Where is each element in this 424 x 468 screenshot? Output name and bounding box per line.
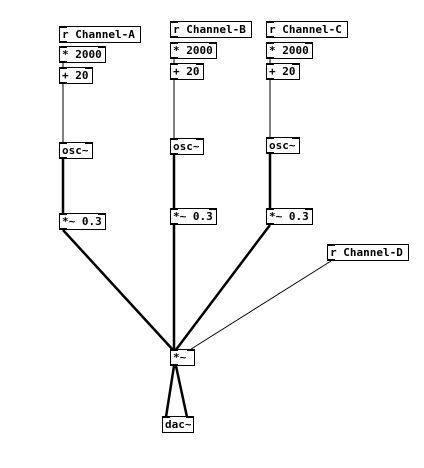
- object-label: *~ 0.3: [62, 215, 102, 228]
- object-label: + 20: [62, 69, 89, 82]
- object-label: *~: [173, 351, 187, 364]
- object-label: r Channel-B: [173, 23, 246, 36]
- object-label: dac~: [165, 418, 192, 431]
- receive-channel-c-object[interactable]: r Channel-C: [266, 21, 348, 38]
- object-label: osc~: [62, 144, 89, 157]
- object-label: + 20: [173, 65, 200, 78]
- object-label: * 2000: [173, 44, 213, 57]
- mixer-multiply-object[interactable]: *~: [170, 349, 195, 366]
- object-label: r Channel-D: [330, 246, 403, 259]
- gain-a-object[interactable]: *~ 0.3: [59, 213, 106, 230]
- multiply-a-object[interactable]: * 2000: [59, 46, 106, 63]
- object-label: *~ 0.3: [173, 210, 213, 223]
- osc-a-object[interactable]: osc~: [59, 142, 93, 159]
- cord-a-gain-mixer[interactable]: [62, 229, 175, 352]
- receive-channel-a-object[interactable]: r Channel-A: [59, 26, 141, 43]
- object-label: r Channel-C: [269, 23, 342, 36]
- add-a-object[interactable]: + 20: [59, 67, 93, 84]
- dac-output-object[interactable]: dac~: [162, 416, 194, 433]
- object-label: r Channel-A: [62, 28, 135, 41]
- osc-c-object[interactable]: osc~: [266, 137, 300, 154]
- multiply-b-object[interactable]: * 2000: [170, 42, 217, 59]
- cord-mixer-dac-left[interactable]: [164, 365, 176, 418]
- object-label: *~ 0.3: [269, 210, 309, 223]
- object-label: * 2000: [269, 44, 309, 57]
- receive-channel-b-object[interactable]: r Channel-B: [170, 21, 252, 38]
- add-b-object[interactable]: + 20: [170, 63, 204, 80]
- object-label: osc~: [269, 139, 296, 152]
- gain-c-object[interactable]: *~ 0.3: [266, 208, 313, 225]
- add-c-object[interactable]: + 20: [266, 63, 300, 80]
- object-label: + 20: [269, 65, 296, 78]
- cord-d-mixer[interactable]: [187, 260, 332, 352]
- cord-c-gain-mixer[interactable]: [174, 224, 271, 352]
- object-label: * 2000: [62, 48, 102, 61]
- multiply-c-object[interactable]: * 2000: [266, 42, 313, 59]
- gain-b-object[interactable]: *~ 0.3: [170, 208, 217, 225]
- osc-b-object[interactable]: osc~: [170, 138, 204, 155]
- cord-mixer-dac-right[interactable]: [174, 365, 189, 418]
- receive-channel-d-object[interactable]: r Channel-D: [327, 244, 409, 261]
- object-label: osc~: [173, 140, 200, 153]
